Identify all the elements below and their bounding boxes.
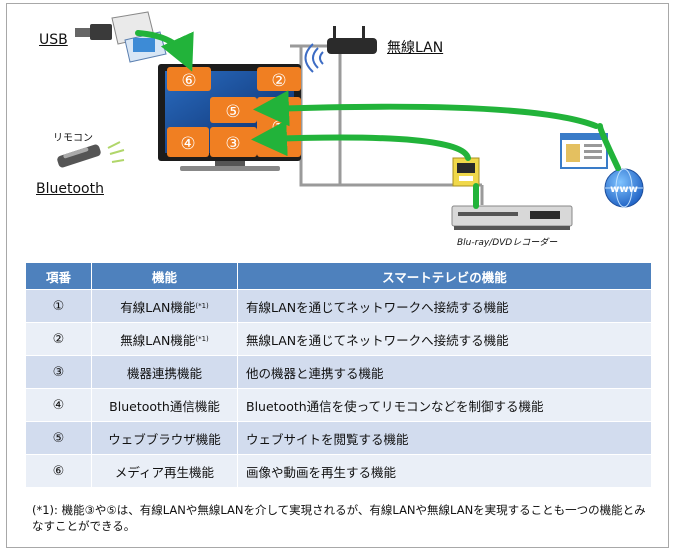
wireless-lan-label: 無線LAN [387, 40, 444, 56]
row-function: ウェブブラウザ機能 [91, 421, 238, 455]
footnote-ref: (*1) [195, 334, 209, 343]
row-function: Bluetooth通信機能 [91, 388, 238, 422]
tile-6 [167, 67, 211, 91]
row-description: 他の機器と連携する機能 [237, 355, 652, 389]
row-number: ① [25, 289, 92, 323]
header-function: 機能 [91, 262, 238, 290]
function-name: ウェブブラウザ機能 [108, 431, 221, 447]
tile-4 [167, 127, 209, 157]
row-number: ③ [25, 355, 92, 389]
row-description: 無線LANを通じてネットワークへ接続する機能 [237, 322, 652, 356]
footnote-ref: (*1) [195, 301, 209, 310]
webpage-icon [560, 133, 608, 169]
remote-control-icon [57, 141, 125, 168]
table-row: ③ 機器連携機能 他の機器と連携する機能 [25, 355, 652, 389]
tile-2 [257, 67, 301, 91]
table-row: ④ Bluetooth通信機能 Bluetooth通信を使ってリモコンなどを制御… [25, 388, 652, 422]
usb-label: USB [39, 32, 68, 48]
footnote: (*1): 機能③や⑤は、有線LANや無線LANを介して実現されるが、有線LAN… [32, 503, 646, 533]
table-row: ⑤ ウェブブラウザ機能 ウェブサイトを閲覧する機能 [25, 421, 652, 455]
row-description: Bluetooth通信を使ってリモコンなどを制御する機能 [237, 388, 652, 422]
row-function: メディア再生機能 [91, 454, 238, 488]
row-function: 有線LAN機能(*1) [91, 289, 238, 323]
row-description: 有線LANを通じてネットワークへ接続する機能 [237, 289, 652, 323]
row-description: ウェブサイトを閲覧する機能 [237, 421, 652, 455]
function-name: メディア再生機能 [114, 464, 215, 480]
table-header-row: 項番 機能 スマートテレビの機能 [25, 262, 652, 290]
tile-2-label: ② [271, 71, 286, 91]
row-number: ④ [25, 388, 92, 422]
tile-4-label: ④ [180, 134, 195, 154]
tile-5 [210, 97, 257, 123]
row-number: ⑥ [25, 454, 92, 488]
globe-www-icon: www [604, 168, 644, 208]
recorder-icon [451, 205, 573, 230]
header-description: スマートテレビの機能 [237, 262, 652, 290]
function-table: 項番 機能 スマートテレビの機能 ① 有線LAN機能(*1) 有線LANを通じて… [25, 262, 652, 488]
header-number: 項番 [25, 262, 92, 290]
row-description: 画像や動画を再生する機能 [237, 454, 652, 488]
row-number: ⑤ [25, 421, 92, 455]
tile-6-label: ⑥ [181, 71, 196, 91]
movie-file-icon [452, 157, 480, 187]
row-number: ② [25, 322, 92, 356]
row-function: 機器連携機能 [91, 355, 238, 389]
recorder-label: Blu-ray/DVDレコーダー [457, 238, 558, 248]
tile-3 [210, 127, 257, 157]
table-row: ⑥ メディア再生機能 画像や動画を再生する機能 [25, 454, 652, 488]
tile-3-label: ③ [225, 134, 240, 154]
router-icon [304, 26, 377, 73]
row-function: 無線LAN機能(*1) [91, 322, 238, 356]
www-label: www [610, 184, 638, 195]
connection-arrows [135, 30, 621, 209]
remote-label: リモコン [53, 133, 93, 144]
function-name: 無線LAN機能 [120, 332, 196, 348]
function-name: 機器連携機能 [126, 365, 202, 381]
tile-1-label: ① [271, 118, 286, 138]
function-name: Bluetooth通信機能 [109, 398, 220, 414]
tile-5-label: ⑤ [225, 102, 240, 122]
table-row: ② 無線LAN機能(*1) 無線LANを通じてネットワークへ接続する機能 [25, 322, 652, 356]
smart-tv-diagram: ⑥ ② ⑤ ① ④ ③ [57, 11, 644, 230]
function-name: 有線LAN機能 [120, 299, 196, 315]
table-row: ① 有線LAN機能(*1) 有線LANを通じてネットワークへ接続する機能 [25, 289, 652, 323]
bluetooth-label: Bluetooth [36, 181, 104, 197]
